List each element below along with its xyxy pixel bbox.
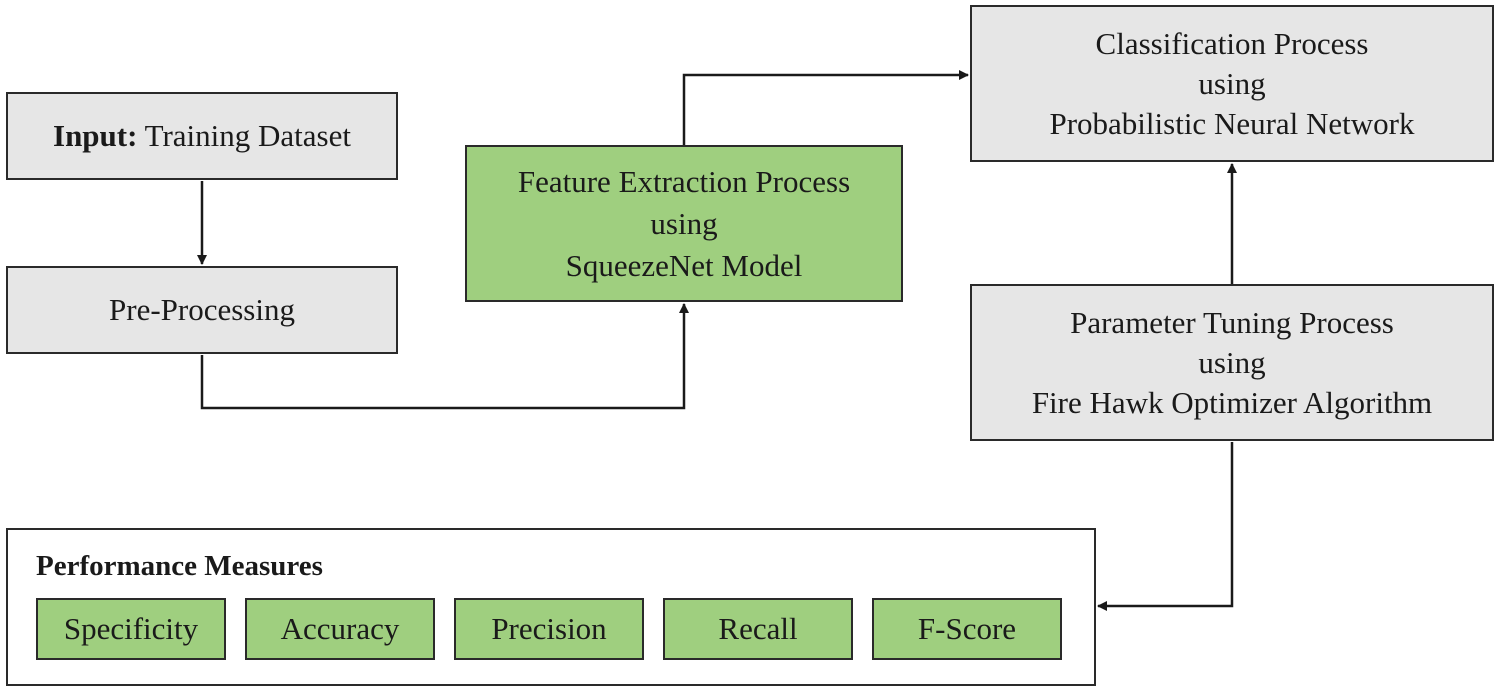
metric-accuracy: Accuracy — [245, 598, 435, 660]
tuning-line-1: Parameter Tuning Process — [1070, 304, 1394, 340]
metric-specificity: Specificity — [36, 598, 226, 660]
metric-precision: Precision — [454, 598, 644, 660]
feature-line-3: SqueezeNet Model — [565, 247, 803, 283]
performance-title: Performance Measures — [36, 550, 323, 582]
feature-line-1: Feature Extraction Process — [517, 163, 851, 199]
input-label: Input: Training Dataset — [53, 116, 351, 156]
classification-node: Classification Process using Probabilist… — [970, 5, 1494, 162]
classification-line-2: using — [1198, 65, 1266, 101]
tuning-line-3: Fire Hawk Optimizer Algorithm — [1031, 384, 1433, 420]
arrow-feature-to-classification — [682, 70, 969, 145]
parameter-tuning-node: Parameter Tuning Process using Fire Hawk… — [970, 284, 1494, 441]
input-label-rest: Training Dataset — [137, 118, 351, 153]
arrow-tuning-to-performance — [1097, 442, 1234, 611]
preprocessing-node: Pre-Processing — [6, 266, 398, 354]
feature-line-2: using — [650, 205, 718, 241]
input-node: Input: Training Dataset — [6, 92, 398, 180]
performance-node: Performance Measures Specificity Accurac… — [6, 528, 1096, 686]
classification-line-1: Classification Process — [1095, 25, 1369, 61]
input-label-bold: Input: — [53, 118, 138, 153]
feature-extraction-node: Feature Extraction Process using Squeeze… — [465, 145, 903, 302]
tuning-line-2: using — [1198, 344, 1266, 380]
metric-recall: Recall — [663, 598, 853, 660]
classification-line-3: Probabilistic Neural Network — [1049, 105, 1415, 141]
metric-f-score: F-Score — [872, 598, 1062, 660]
preprocessing-label: Pre-Processing — [109, 292, 295, 327]
arrow-preprocessing-to-feature — [200, 303, 689, 410]
